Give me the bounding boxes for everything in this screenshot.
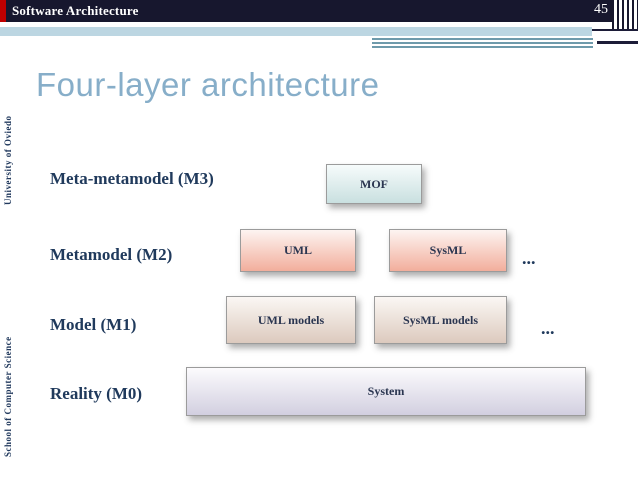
box-system: System: [186, 367, 586, 416]
horizontal-stripes-decoration: [372, 38, 593, 50]
decor-line: [592, 29, 638, 31]
layer-label-m0: Reality (M0): [50, 384, 143, 403]
box-uml-models: UML models: [226, 296, 356, 344]
box-sysml: SysML: [389, 229, 507, 272]
slide-title: Four-layer architecture: [36, 66, 380, 103]
header-bar: Software Architecture 45: [0, 0, 638, 30]
box-mof: MOF: [326, 164, 422, 204]
red-accent-bar: [0, 0, 6, 22]
blue-band-decoration: [0, 27, 592, 36]
box-sysml-models: SysML models: [374, 296, 507, 344]
decor-line: [597, 41, 638, 44]
ellipsis-metamodel-row: ...: [522, 248, 536, 268]
ellipsis-model-row: ...: [541, 318, 555, 338]
header-title: Software Architecture: [12, 3, 139, 18]
sidebar-text-university: University of Oviedo: [3, 115, 13, 205]
vertical-stripes-decoration-icon: [612, 0, 638, 30]
sidebar-text-school: School of Computer Science: [3, 336, 13, 458]
box-uml: UML: [240, 229, 356, 272]
layer-label-m3: Meta-metamodel (M3): [50, 169, 214, 188]
page-number: 45: [594, 2, 608, 17]
layer-label-m2: Metamodel (M2): [50, 245, 173, 264]
layer-label-m1: Model (M1): [50, 315, 137, 334]
